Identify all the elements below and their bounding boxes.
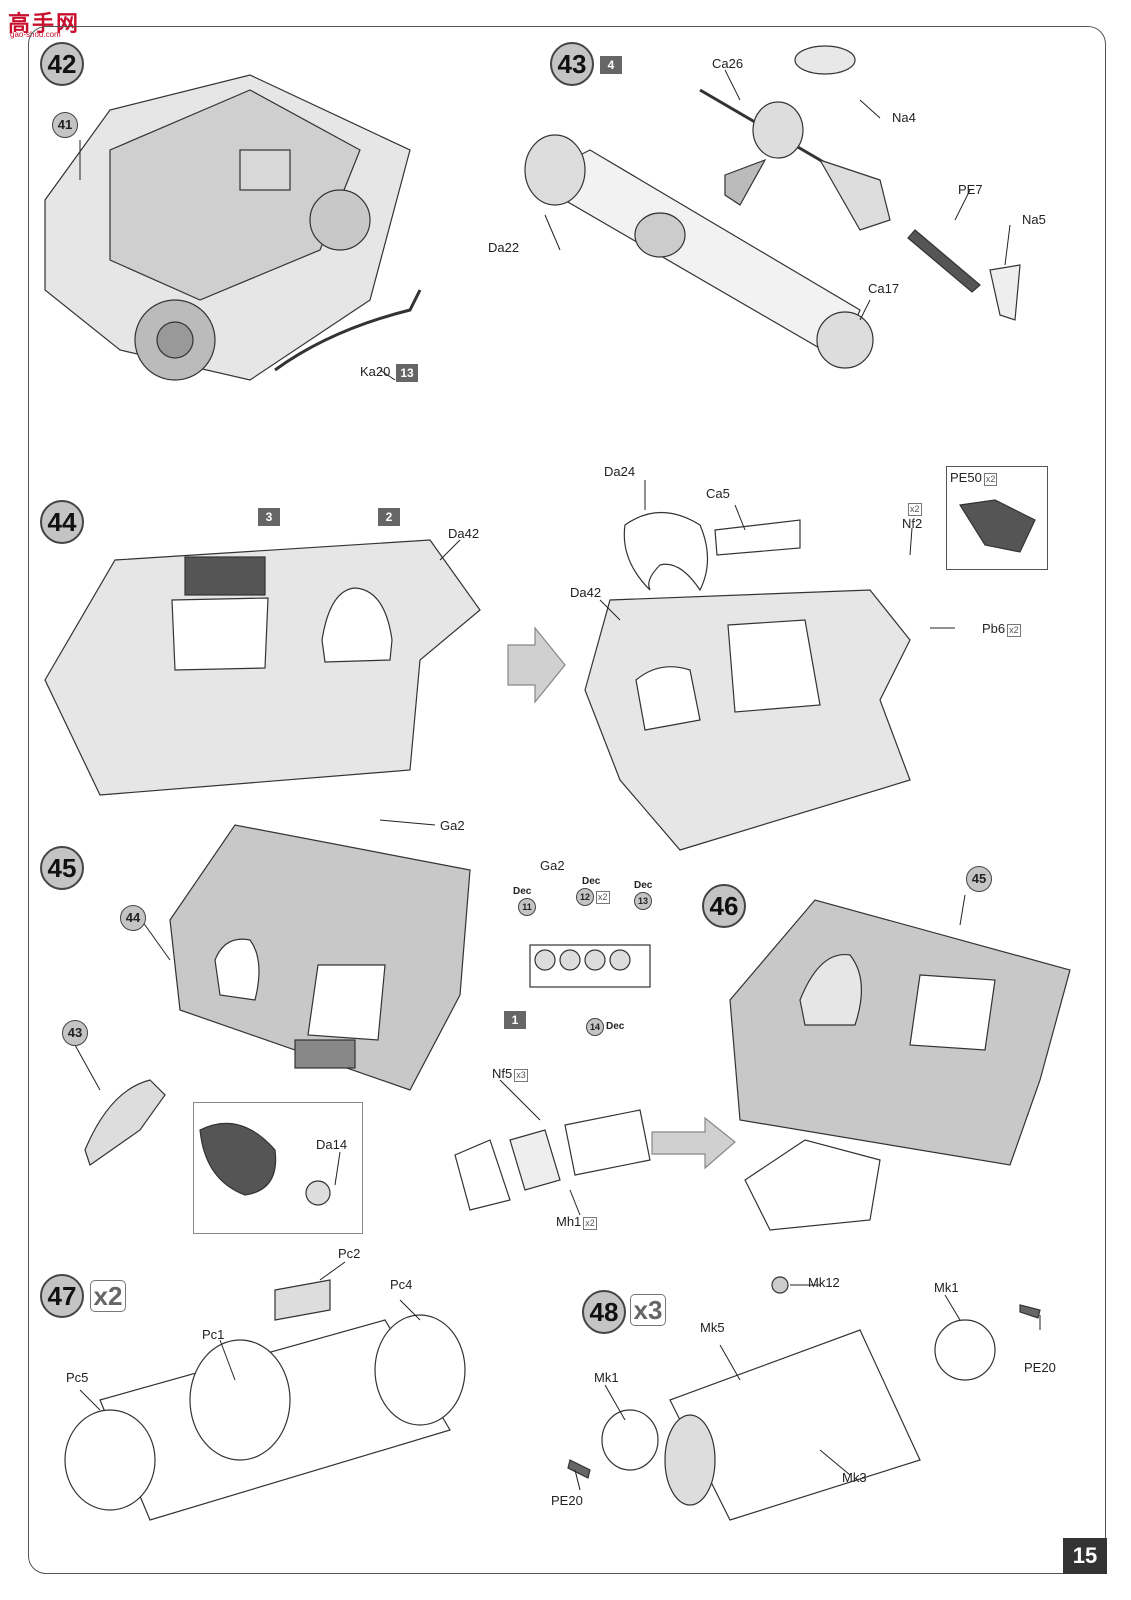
decal-13: 13 <box>634 892 652 910</box>
part-ga2-label-2: Ga2 <box>540 858 565 873</box>
plate-46-drawing <box>729 899 1071 1166</box>
part-nf2-multiplier: x2 <box>908 503 922 516</box>
part-na5-label: Na5 <box>1022 212 1046 227</box>
part-mk3-label: Mk3 <box>842 1470 867 1485</box>
step-47-multiplier: x2 <box>90 1280 126 1312</box>
pe50-detail-box <box>946 466 1048 570</box>
part-pc1-label: Pc1 <box>202 1327 225 1342</box>
step-48-number: 48 <box>582 1290 626 1334</box>
part-nf2-label: Nf2 <box>902 516 923 531</box>
part-ka20-label: Ka20 <box>360 364 391 379</box>
decal-11: 11 <box>518 898 536 916</box>
part-pe20-label: PE20 <box>1024 1360 1056 1375</box>
step-45-ref-43: 43 <box>62 1020 88 1046</box>
pe-fret-drawing <box>454 1139 511 1211</box>
part-mk1-label-2: Mk1 <box>594 1370 619 1385</box>
step-45-number: 45 <box>40 846 84 890</box>
step-44-ref-2: 2 <box>378 508 400 526</box>
part-ca5-label: Ca5 <box>706 486 730 501</box>
step-45-square-ref-1: 1 <box>504 1011 526 1029</box>
decal-12: 12 <box>576 888 594 906</box>
part-da22-label: Da22 <box>488 240 520 255</box>
step-42-ref: 41 <box>52 112 78 138</box>
decal-14: 14 <box>586 1018 604 1036</box>
part-da42-label-2: Da42 <box>570 585 602 600</box>
step-46-number: 46 <box>702 884 746 928</box>
part-pc2-label: Pc2 <box>338 1246 361 1261</box>
step-43-number: 43 <box>550 42 594 86</box>
plate-45-drawing <box>169 824 471 1091</box>
dec-label-11: Dec <box>513 886 532 897</box>
step-43-square-ref: 4 <box>600 56 622 74</box>
part-pe7-label: PE7 <box>958 182 983 197</box>
dec-label-13: Dec <box>634 880 653 891</box>
dec-label-12: Dec <box>582 876 601 887</box>
step-47-number: 47 <box>40 1274 84 1318</box>
part-da14-label: Da14 <box>316 1137 348 1152</box>
dec-label-14: Dec <box>606 1021 625 1032</box>
step-44-number: 44 <box>40 500 84 544</box>
part-da24-label: Da24 <box>604 464 636 479</box>
decal-12-multiplier: x2 <box>596 891 610 904</box>
part-ca26-label: Ca26 <box>712 56 744 71</box>
part-pc4-label: Pc4 <box>390 1277 413 1292</box>
part-mk12-label: Mk12 <box>808 1275 840 1290</box>
step-46-ref-45: 45 <box>966 866 992 892</box>
part-mk1-label: Mk1 <box>934 1280 959 1295</box>
step-44-ref-3: 3 <box>258 508 280 526</box>
part-ka20-sprue-ref: 13 <box>396 364 418 382</box>
step-48-multiplier: x3 <box>630 1294 666 1326</box>
page-number: 15 <box>1063 1538 1107 1574</box>
part-pc5-label: Pc5 <box>66 1370 89 1385</box>
part-ca17-label: Ca17 <box>868 281 900 296</box>
part-pe20-label-2: PE20 <box>551 1493 583 1508</box>
part-da42-label: Da42 <box>448 526 480 541</box>
page-frame <box>28 26 1106 1574</box>
detail-inset-box <box>193 1102 363 1234</box>
step-42-number: 42 <box>40 42 84 86</box>
step-45-ref-44: 44 <box>120 905 146 931</box>
part-na4-label: Na4 <box>892 110 916 125</box>
part-ga2-label: Ga2 <box>440 818 465 833</box>
part-mk5-label: Mk5 <box>700 1320 725 1335</box>
